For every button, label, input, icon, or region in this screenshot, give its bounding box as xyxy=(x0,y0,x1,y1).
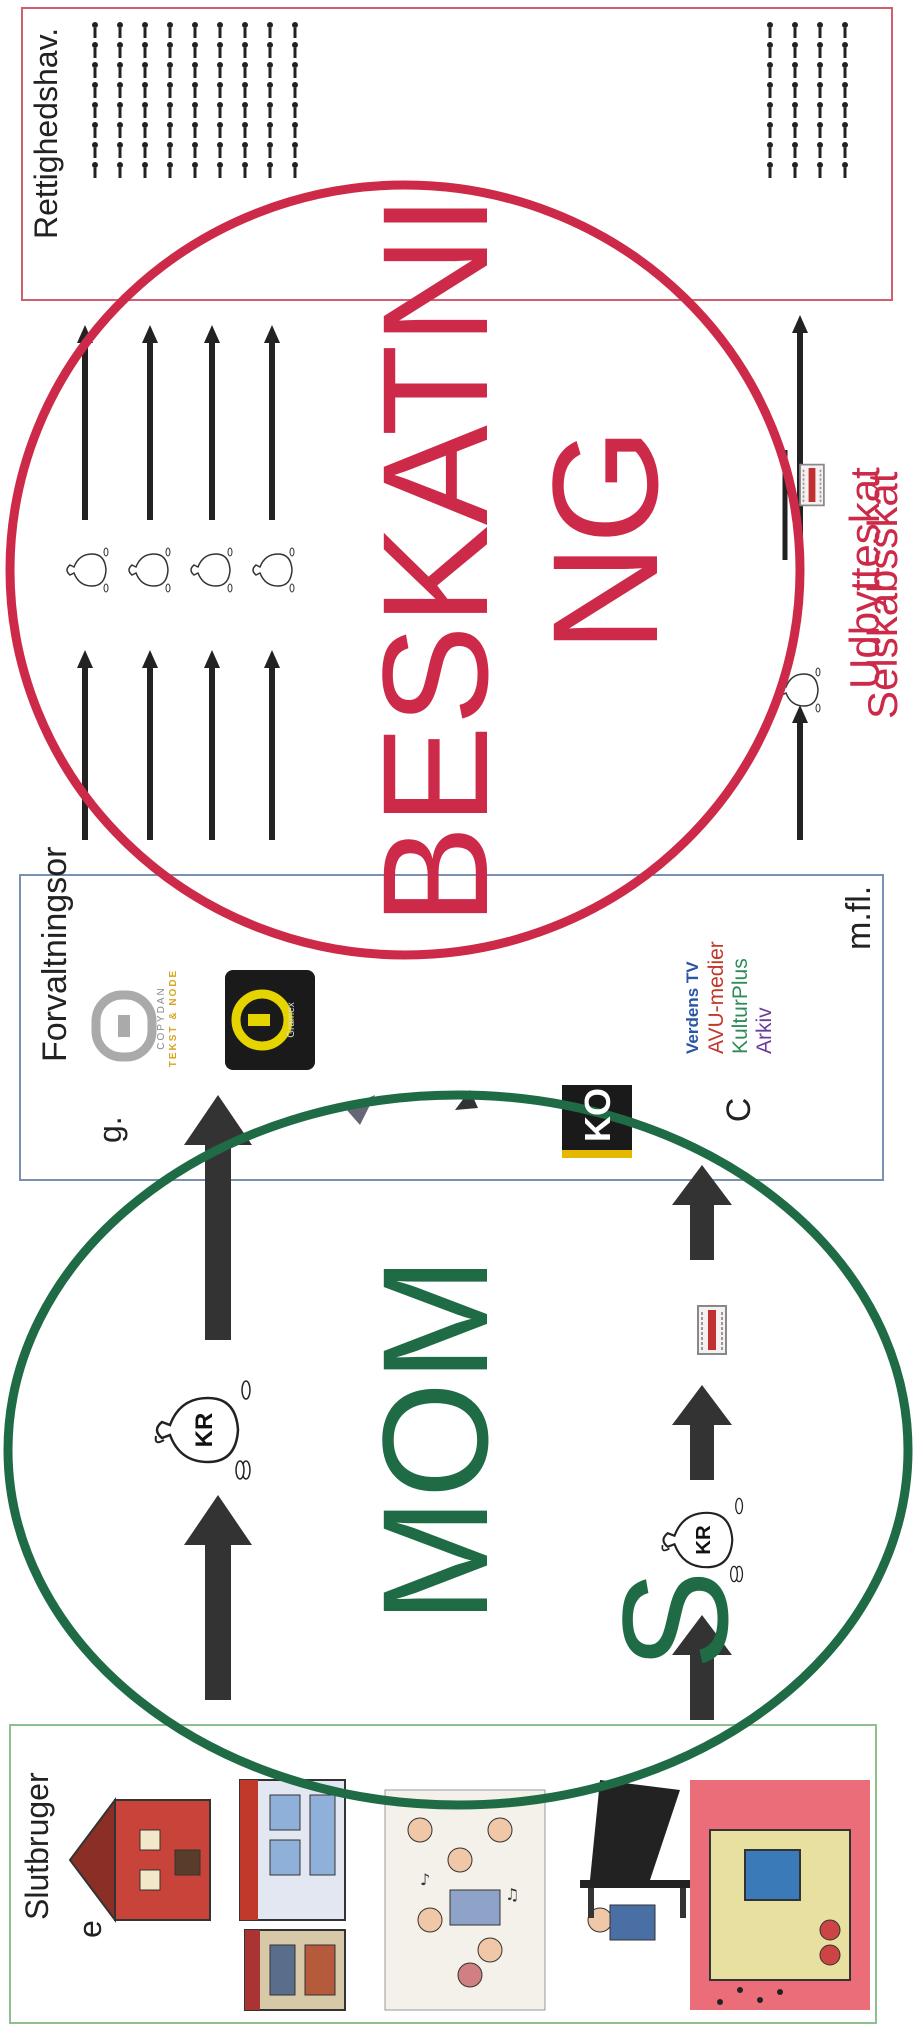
koda-wordmark: KO xyxy=(577,1088,618,1142)
list-item: AVU-medier xyxy=(705,941,728,1054)
forvaltningsorganisation-stamp-icon xyxy=(799,463,825,507)
management-title: Forvaltningsor xyxy=(36,846,74,1062)
gramex-wordmark: Gramex xyxy=(286,1002,297,1038)
rights-holders-box xyxy=(21,7,893,301)
rights-holders-title: Rettighedshav. xyxy=(28,27,64,239)
copydan-wordmark: COPYDAN TEKST & NODE xyxy=(156,968,179,1068)
arrow-icon xyxy=(184,1095,252,1340)
end-users-title: Slutbruger xyxy=(19,1772,55,1920)
radio-icon xyxy=(690,1780,870,2010)
forvaltningsorganisation-stamp-icon xyxy=(697,1305,727,1355)
person-icon xyxy=(587,1904,656,1941)
management-box xyxy=(19,874,884,1181)
svg-text:♪: ♪ xyxy=(420,1870,430,1889)
vat-ellipse xyxy=(3,1090,913,1810)
arrow-icon xyxy=(672,1165,732,1260)
lower-flow xyxy=(661,1165,744,1720)
copydan-logo xyxy=(91,990,157,1062)
list-item: Verdens TV xyxy=(683,961,702,1054)
crowd-icon: ♪ ♫ xyxy=(384,1789,546,2011)
money-bag-kr-icon xyxy=(128,547,171,593)
taxation-ellipse xyxy=(5,180,805,960)
money-bag-kr-icon xyxy=(66,547,109,593)
end-user-pictograms: ♪ ♫ xyxy=(68,1779,870,2011)
gramex-logo xyxy=(225,970,315,1070)
list-item: Arkiv xyxy=(753,1007,776,1054)
svg-text:♫: ♫ xyxy=(505,1885,519,1904)
vat-label-cont: S xyxy=(591,1569,759,1671)
arrow-icon xyxy=(184,1495,252,1700)
more-label: m.fl. xyxy=(840,885,878,950)
c-label: C xyxy=(720,1097,758,1123)
money-bag-kr-icon xyxy=(154,1379,252,1481)
end-users-box xyxy=(9,1724,877,2024)
corporate-tax-label: Selskabsskat xyxy=(859,471,906,719)
arrow-icon xyxy=(455,1090,478,1110)
house-icon xyxy=(68,1797,211,1923)
arrow-icon xyxy=(672,1615,732,1720)
taxation-label-cont: NG xyxy=(521,427,689,653)
piano-icon xyxy=(580,1780,690,1918)
money-bag-kr-icon xyxy=(190,547,233,593)
restaurant-icon xyxy=(244,1929,346,2011)
vat-label: MOM xyxy=(351,1256,519,1624)
money-bag-kr-icon xyxy=(252,547,295,593)
arrow-icon xyxy=(672,1385,732,1480)
list-item: KulturPlus xyxy=(729,958,752,1054)
shop-icon xyxy=(239,1779,346,1921)
upper-flow xyxy=(154,1095,252,1700)
organization-list: Verdens TV AVU-medier KulturPlus Arkiv xyxy=(681,914,779,1054)
management-title-cont: g. xyxy=(92,1116,128,1143)
end-users-title-cont: e xyxy=(72,1920,108,1938)
taxation-label: BESKATNI xyxy=(351,194,519,926)
